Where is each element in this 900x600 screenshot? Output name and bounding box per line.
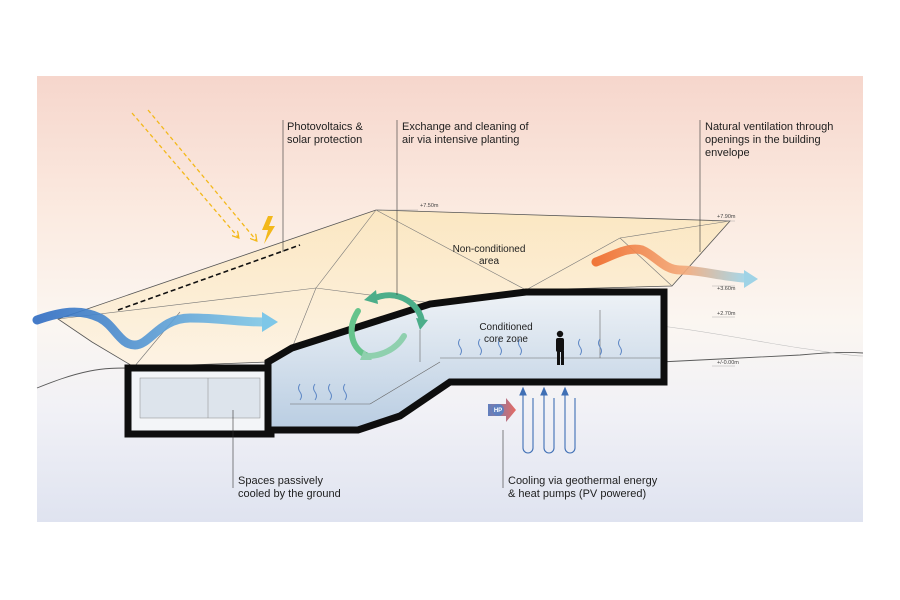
heat-waves xyxy=(298,338,622,401)
wind-arrow-blue xyxy=(32,307,267,350)
level-mid: +3.60m xyxy=(717,286,736,292)
level-roof-peak: +7.50m xyxy=(420,203,439,209)
wind-arrow-orange xyxy=(591,244,749,283)
lightning-icon xyxy=(262,216,275,244)
label-photovoltaics: Photovoltaics & solar protection xyxy=(287,121,363,146)
person-silhouette xyxy=(556,330,564,365)
label-passive-cooling: Spaces passively cooled by the ground xyxy=(238,475,341,500)
zone-conditioned-line1: Conditioned xyxy=(479,322,532,333)
basement-left xyxy=(124,364,275,438)
label-natural-ventilation: Natural ventilation through openings in … xyxy=(705,121,834,159)
wind-arrow-orange-head xyxy=(744,270,758,288)
terrain-hill xyxy=(659,325,864,357)
level-lines xyxy=(376,209,735,367)
sun-rays xyxy=(131,109,256,240)
core-interior-lines xyxy=(290,310,660,405)
air-cycle-heads xyxy=(360,290,428,360)
zone-nonconditioned-line2: area xyxy=(479,256,499,267)
pv-panel-line xyxy=(117,244,301,311)
heat-pump: HP xyxy=(488,398,516,422)
zone-conditioned-line2: core zone xyxy=(484,334,528,345)
heat-pump-label: HP xyxy=(494,408,502,414)
label-geothermal: Cooling via geothermal energy & heat pum… xyxy=(508,475,658,500)
leader-lines xyxy=(232,120,701,488)
core-shell xyxy=(264,288,668,434)
level-upper-floor: +2.70m xyxy=(717,311,736,317)
wind-arrow-blue-head xyxy=(262,312,278,332)
level-roof-right: +7.90m xyxy=(717,214,736,220)
zone-nonconditioned-line1: Non-conditioned xyxy=(453,244,526,255)
label-air-exchange: Exchange and cleaning of air via intensi… xyxy=(402,121,529,146)
level-ground: +/-0.00m xyxy=(717,360,739,366)
geothermal-loops xyxy=(519,386,576,454)
